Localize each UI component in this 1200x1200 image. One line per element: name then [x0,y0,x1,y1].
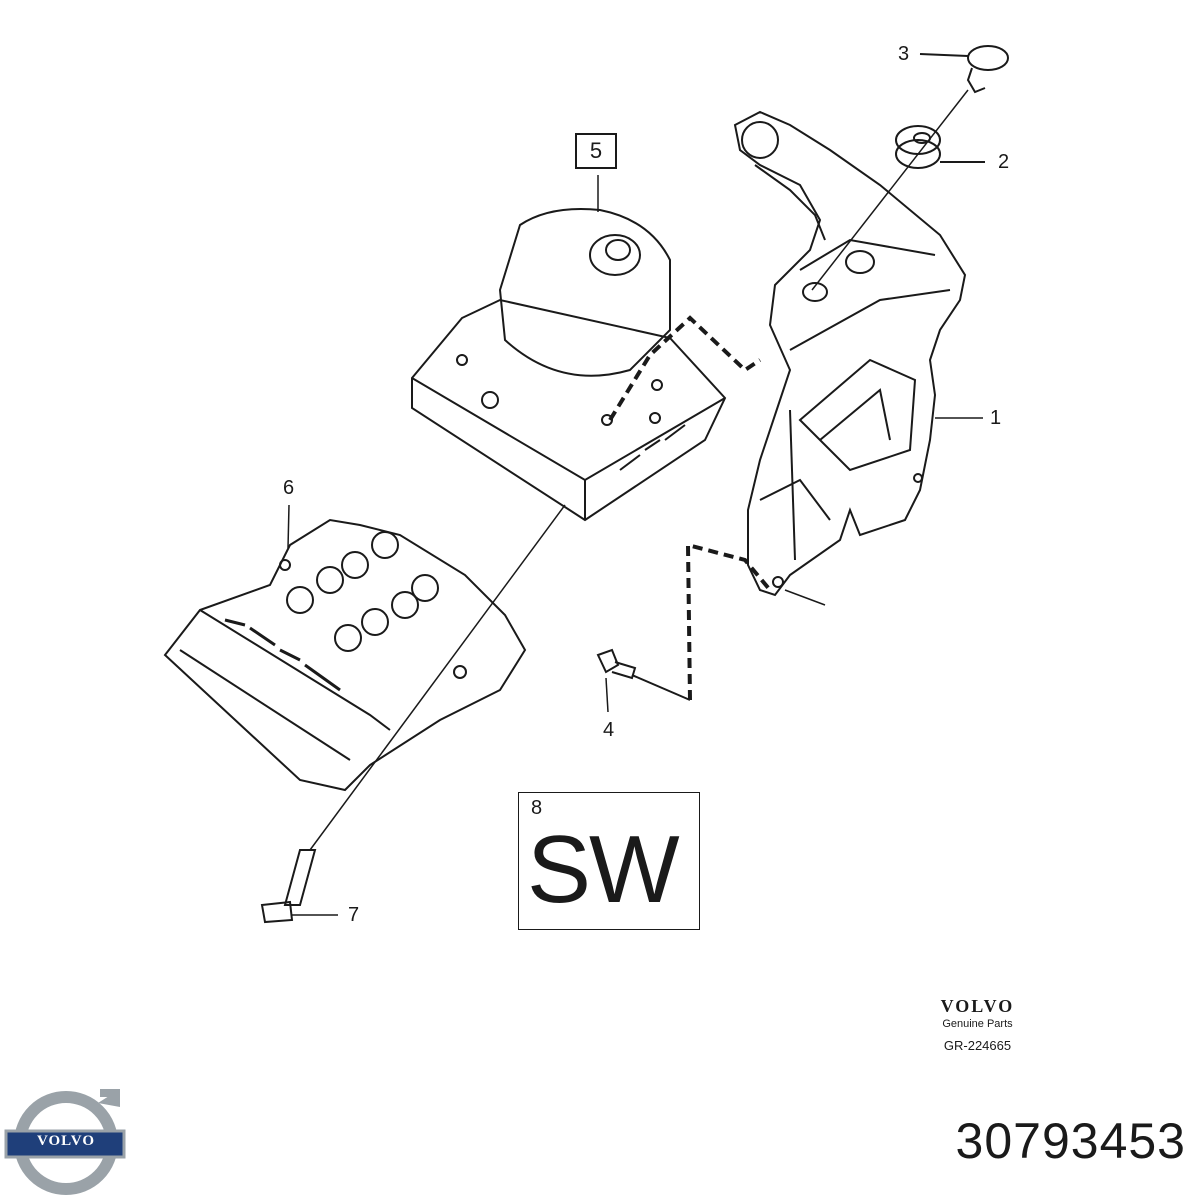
callout-6: 6 [283,477,295,499]
volvo-logo-icon [4,1089,126,1195]
bolt-part [596,542,826,713]
callout-5: 5 [575,133,617,169]
control-module [163,504,527,792]
screw-part [811,45,1009,291]
callout-1: 1 [990,407,1002,429]
diagram-code: GR-224665 [943,1038,1012,1053]
logo-wordmark: VOLVO [36,1133,96,1149]
callout-8: 8 [531,797,543,819]
callout-7: 7 [348,904,360,926]
part-number: 30793453 [955,1113,1186,1169]
brand-wordmark: VOLVO [940,996,1015,1016]
bracket-part [733,110,967,597]
grommet-part [895,125,985,169]
callout-3: 3 [898,43,910,65]
long-bolt-part [260,504,566,924]
abs-pump-unit [411,175,762,522]
software-box: 8 SW [518,792,700,930]
brand-subtitle: Genuine Parts [942,1018,1013,1030]
callout-4: 4 [603,719,615,741]
callout-2: 2 [998,151,1010,173]
software-label: SW [527,816,680,923]
